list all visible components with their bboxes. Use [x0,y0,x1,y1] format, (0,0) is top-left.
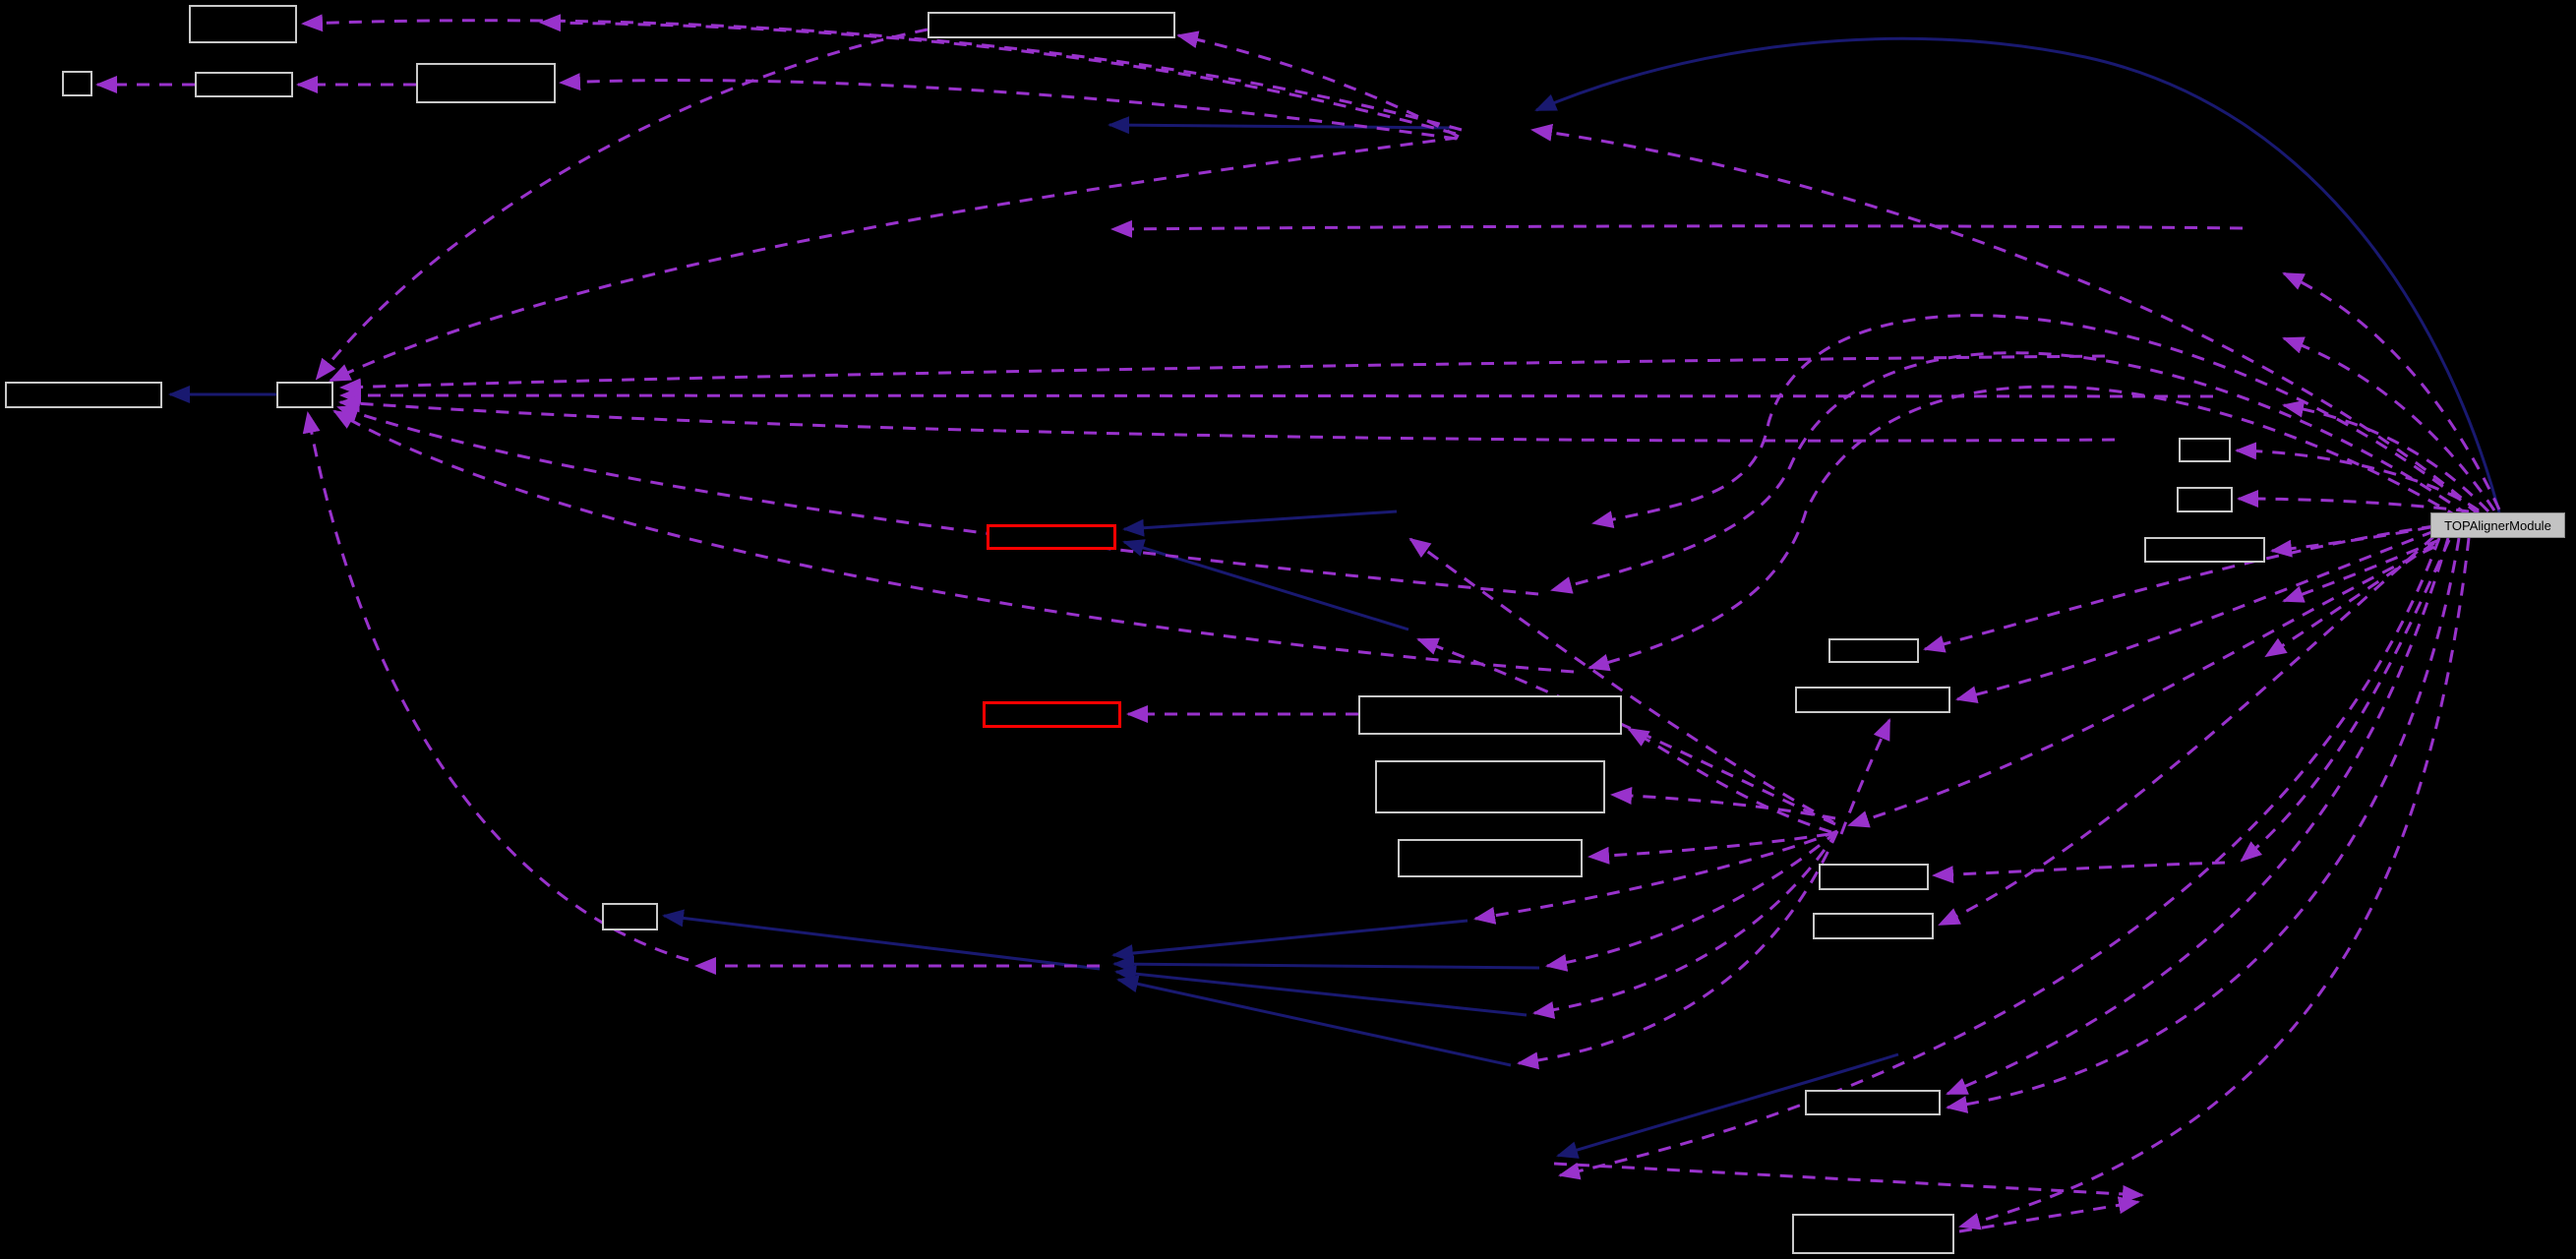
dependency-edge [2240,539,2451,863]
graph-node-20[interactable] [602,903,658,930]
include-edge [1108,116,1457,135]
graph-node-7[interactable] [276,382,333,408]
graph-node-5[interactable] [928,12,1175,38]
graph-node-3[interactable] [195,72,293,97]
graph-node-19[interactable] [1813,913,1934,939]
dependency-edge [1545,829,1838,972]
dependency-edge [1958,1196,2140,1233]
dependency-edge [1550,351,2470,594]
dependency-edge [336,404,1539,596]
dependency-edge [539,14,1457,136]
dependency-edge [1932,861,2226,884]
graph-node-16[interactable] [1828,638,1919,663]
dependency-edge [1946,537,2450,1096]
graph-node-4[interactable] [416,63,556,103]
dependency-edge [302,411,689,962]
dependency-edge [1530,123,2480,514]
dependency-edge [338,394,2116,443]
graph-node-18[interactable] [1819,864,1929,890]
dependency-edge [315,28,929,381]
dependency-edge [1839,718,1891,835]
graph-node-22[interactable] [1792,1214,1954,1254]
include-edge [1111,919,1468,963]
include-edge [1122,510,1398,537]
include-edge [1114,965,1528,1017]
dependency-edge [1558,537,2441,1180]
dependency-edge [332,409,1575,674]
dependency-edge [1176,30,1460,139]
central-node-topalignermodule[interactable]: TOPAlignerModule [2430,512,2565,538]
graph-node-2[interactable] [62,71,92,96]
dependency-edge [1110,219,2244,238]
graph-node-11[interactable] [1375,760,1605,813]
graph-node-17[interactable] [1795,687,1950,713]
graph-node-14[interactable] [2177,487,2233,512]
dependency-edge [2282,538,2440,603]
dependency-edge [1588,385,2460,672]
include-edge [1534,36,2501,513]
include-edge [662,909,1101,971]
dependency-edge [2237,490,2470,513]
include-edge [1116,975,1512,1067]
dependency-edge [1938,534,2436,927]
dependency-edge [1627,727,1832,834]
graph-node-9-truncated[interactable] [983,701,1121,728]
dependency-edge [339,354,2106,396]
include-edge [1122,539,1409,631]
dependency-edge [2282,399,2490,513]
graph-node-21[interactable] [1805,1090,1941,1115]
graph-node-1[interactable] [189,5,297,43]
dependency-edge [1946,537,2461,1113]
dependency-edge [2235,442,2480,512]
include-edge [1112,955,1540,974]
dependency-edge [1588,832,1830,865]
graph-node-6[interactable] [5,382,162,408]
dependency-edge [2264,541,2435,658]
dependency-edge [329,136,1459,383]
dependency-edge [2270,525,2431,558]
dependency-edge [2282,336,2496,511]
dependency-edge [1553,1162,2144,1203]
graph-node-15[interactable] [2144,537,2265,563]
graph-node-12[interactable] [1398,839,1583,877]
graph-node-13[interactable] [2179,438,2231,462]
dependency-edge [559,73,1458,141]
dependency-edge [1591,314,2480,528]
graph-node-8-truncated[interactable] [987,524,1116,550]
dependency-edge [2282,271,2501,510]
dependency-edge [1610,786,1836,820]
dependency-edge [1958,537,2471,1230]
graph-node-10[interactable] [1358,695,1622,735]
dependency-edge [339,387,2214,405]
